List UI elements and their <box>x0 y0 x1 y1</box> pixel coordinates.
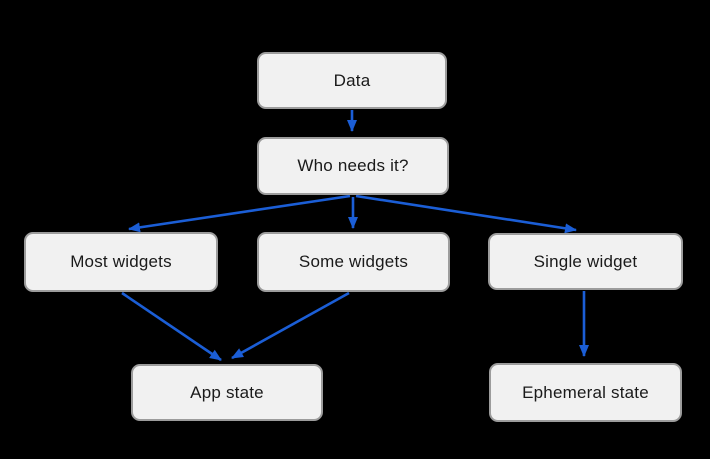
node-app-state: App state <box>131 364 323 421</box>
edge-most-widgets-to-app-state <box>121 291 222 362</box>
node-most-widgets: Most widgets <box>24 232 218 292</box>
node-some-widgets: Some widgets <box>257 232 450 292</box>
node-ephemeral-state-label: Ephemeral state <box>522 382 649 402</box>
node-data: Data <box>257 52 447 109</box>
edge-who-needs-it-to-single-widget <box>355 194 577 234</box>
node-data-label: Data <box>333 70 371 90</box>
node-single-widget-label: Single widget <box>533 251 638 271</box>
node-who-needs-it-label: Who needs it? <box>297 156 409 175</box>
node-some-widgets-label: Some widgets <box>298 252 409 271</box>
node-app-state-label: App state <box>190 382 264 402</box>
node-single-widget: Single widget <box>488 233 683 290</box>
node-ephemeral-state: Ephemeral state <box>489 363 682 422</box>
edge-some-widgets-to-app-state <box>231 291 350 360</box>
node-who-needs-it: Who needs it? <box>257 137 449 195</box>
node-most-widgets-label: Most widgets <box>70 252 172 271</box>
edge-who-needs-it-to-most-widgets <box>128 194 351 233</box>
